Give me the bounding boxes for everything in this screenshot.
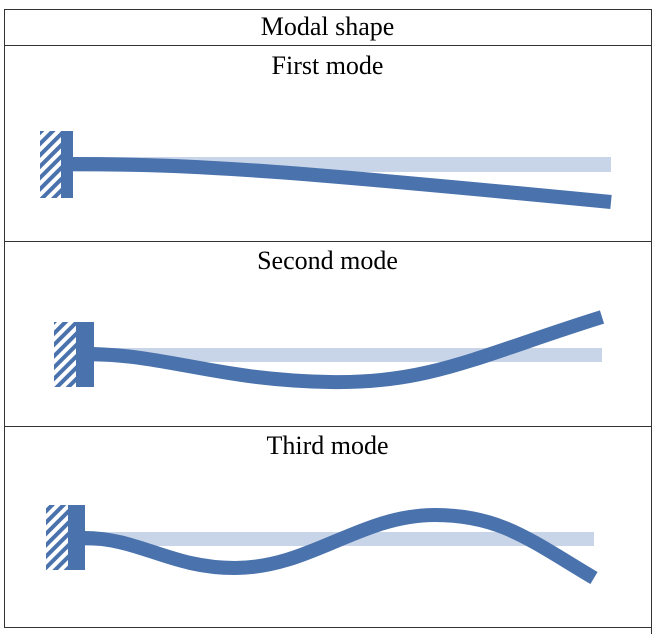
fixed-support-hatch xyxy=(46,505,68,570)
mode-2-label: Second mode xyxy=(257,246,398,275)
fixed-support-plate xyxy=(61,131,73,198)
fixed-support-hatch xyxy=(40,131,61,198)
table-border-left xyxy=(4,9,5,628)
deformed-beam xyxy=(83,507,598,585)
header-divider xyxy=(4,45,652,46)
table-header: Modal shape xyxy=(260,12,395,41)
deformed-beam xyxy=(92,310,605,390)
table-border-right xyxy=(651,9,652,634)
mode-3-label: Third mode xyxy=(266,431,389,460)
table-border-top xyxy=(4,9,652,10)
row-divider-1 xyxy=(4,241,652,242)
row-divider-2 xyxy=(4,426,652,427)
fixed-support-plate xyxy=(76,322,94,387)
mode-1-diagram xyxy=(40,131,612,209)
table-border-bottom xyxy=(4,627,652,628)
fixed-support-hatch xyxy=(54,322,76,387)
mode-1-label: First mode xyxy=(271,51,384,80)
deformed-beam xyxy=(71,157,612,209)
mode-2-diagram xyxy=(54,310,605,390)
mode-3-diagram xyxy=(46,505,598,585)
fixed-support-plate xyxy=(68,505,85,570)
